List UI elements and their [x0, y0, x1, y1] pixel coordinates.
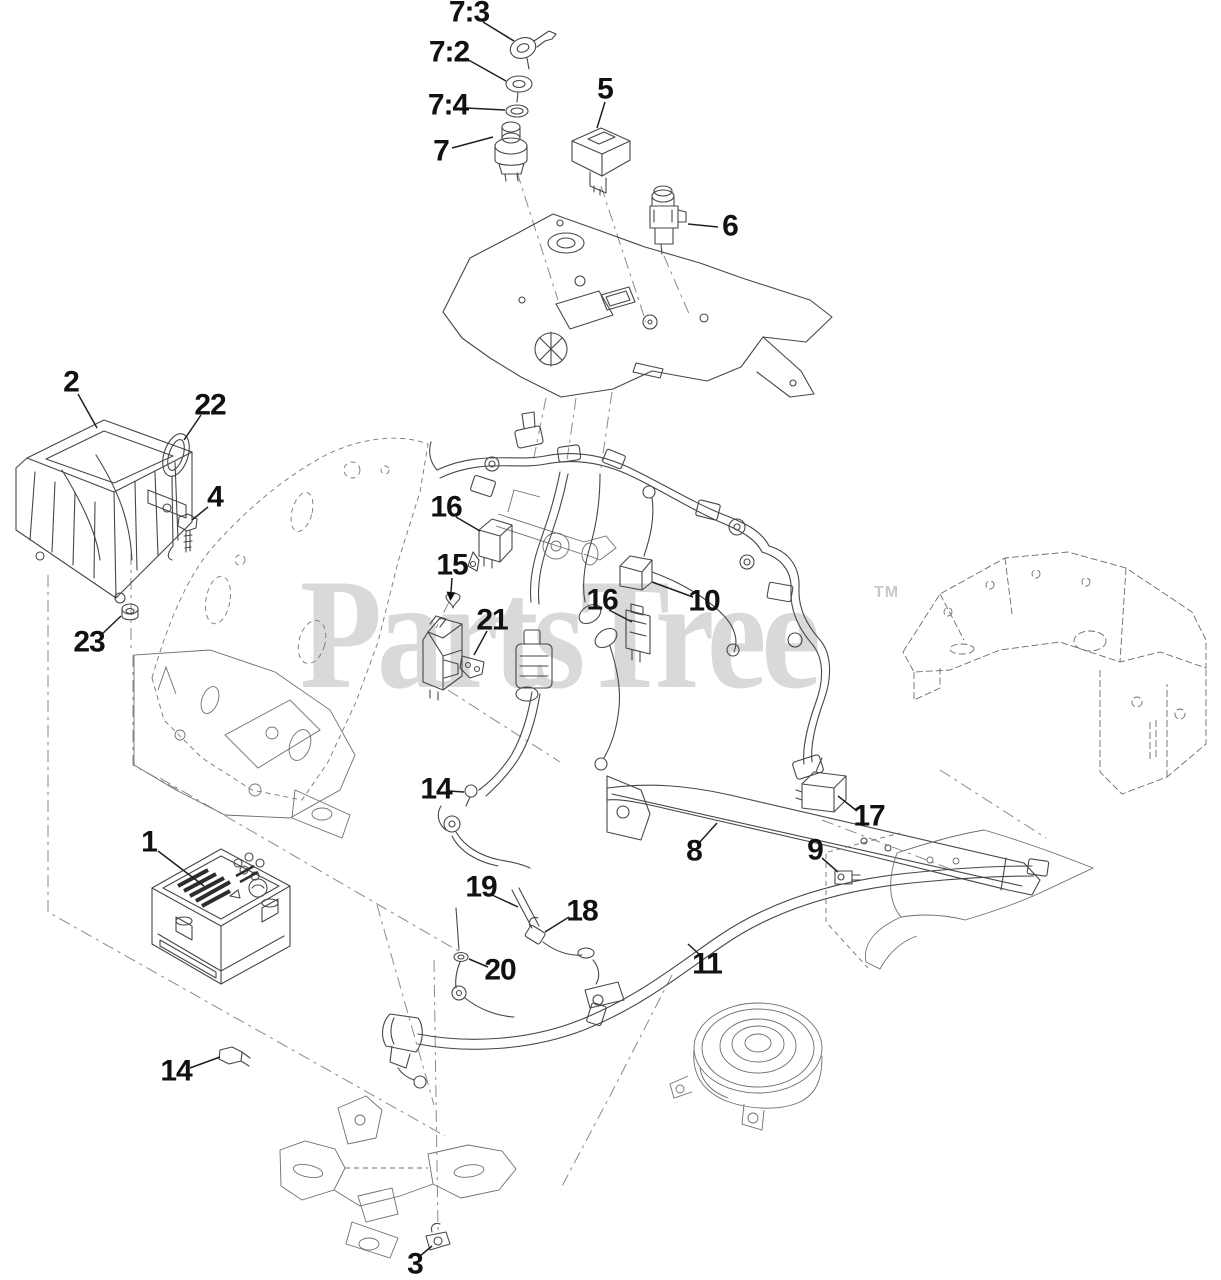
callout-label: 6	[722, 209, 739, 243]
flange-bolt-14	[218, 1046, 251, 1067]
leader-line	[687, 223, 719, 228]
callout-label: 22	[194, 388, 226, 422]
fuse-link-10	[619, 555, 740, 657]
callout-label: 3	[407, 1247, 424, 1280]
leader-line	[450, 577, 453, 593]
callout-label: 7	[433, 134, 450, 168]
relay-16-lower	[625, 603, 651, 663]
callout-label: 14	[160, 1054, 192, 1088]
leader-line	[419, 1245, 433, 1257]
leader-line	[448, 790, 465, 793]
mount-bracket-bottom	[279, 1095, 517, 1259]
clamp-18	[524, 916, 546, 945]
callout-label: 1	[141, 825, 158, 859]
callout-label: 10	[688, 584, 720, 618]
wiring-harness	[429, 411, 831, 780]
leader-line	[465, 107, 506, 111]
leader-line	[77, 393, 98, 429]
callout-label: 7:4	[427, 88, 469, 122]
engine-cross-member	[495, 489, 617, 566]
leader-line	[596, 101, 606, 129]
fender-panel	[825, 829, 1095, 970]
leader-line	[698, 822, 718, 844]
callout-label: 21	[476, 603, 508, 637]
leader-line	[837, 795, 858, 812]
ignition-switch-7	[494, 121, 528, 182]
callout-label: 8	[686, 834, 703, 868]
callout-label: 11	[692, 947, 723, 981]
leader-line	[821, 857, 839, 873]
callout-label: 7:2	[428, 35, 470, 69]
watermark: PartsTree	[300, 547, 821, 722]
callout-label: 15	[436, 548, 468, 582]
callout-label: 14	[420, 772, 452, 806]
leader-line	[99, 615, 122, 637]
callout-label: 23	[73, 625, 105, 659]
ground-strap-14	[437, 784, 531, 869]
leader-line	[189, 1056, 221, 1069]
clip-21	[459, 655, 485, 679]
leader-line	[687, 943, 701, 956]
callout-label: 5	[597, 72, 614, 106]
callout-label: 17	[853, 799, 885, 833]
battery-cable-11	[381, 858, 1050, 1089]
nut-23	[121, 603, 139, 621]
callout-label: 16	[430, 490, 462, 524]
watermark-trademark: TM	[874, 584, 900, 601]
leader-line	[608, 609, 633, 623]
relay-15	[422, 615, 463, 701]
ground-washer-20	[451, 907, 515, 1018]
leader-line	[191, 506, 209, 521]
bolt-9	[834, 870, 861, 885]
leader-line	[455, 516, 481, 532]
leader-line	[491, 894, 519, 908]
leader-line	[482, 21, 515, 42]
leader-line	[183, 414, 202, 441]
leader-line	[464, 57, 507, 82]
washer-7-2	[505, 75, 533, 103]
leader-line	[544, 916, 570, 933]
leader-line	[468, 958, 489, 968]
callout-label: 2	[63, 365, 80, 399]
leader-line	[651, 581, 694, 598]
connector-16-upper	[467, 518, 513, 572]
frame-lower-bracket	[133, 649, 356, 839]
module-5	[571, 127, 631, 196]
cable-clamp-3	[425, 1222, 451, 1251]
callout-label: 9	[807, 833, 824, 867]
harness-connector-large	[478, 629, 553, 797]
callout-label: 19	[465, 870, 497, 904]
leader-line	[157, 850, 205, 887]
relay-17	[795, 757, 847, 813]
key-7-3	[509, 30, 557, 70]
battery-box-2	[15, 419, 193, 604]
leader-line	[451, 136, 494, 149]
harness-bracket-8	[606, 775, 1041, 896]
frame-right-bracket	[902, 551, 1207, 795]
leader-arrowhead	[446, 591, 456, 601]
o-ring-7-4	[505, 104, 529, 118]
pto-clutch	[669, 1002, 823, 1131]
callout-label: 20	[484, 953, 516, 987]
callout-label: 4	[207, 480, 224, 514]
control-panel-plate	[442, 213, 833, 398]
frame-side-panel	[151, 437, 429, 801]
leader-line	[473, 630, 488, 656]
bolt-4	[177, 513, 198, 553]
callout-label: 18	[566, 894, 598, 928]
j-hook-22	[162, 433, 190, 561]
callout-label: 7:3	[448, 0, 490, 29]
pto-switch-6	[649, 185, 687, 255]
callout-label: 16	[586, 583, 618, 617]
